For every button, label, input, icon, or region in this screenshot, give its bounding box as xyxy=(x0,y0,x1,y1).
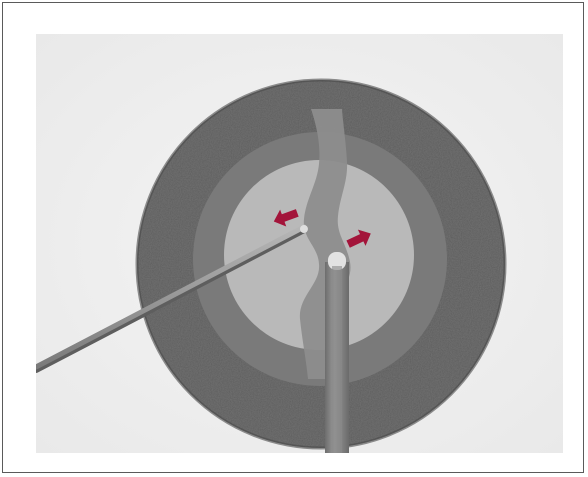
vertical-instrument xyxy=(325,252,349,453)
eye-surgery-photo xyxy=(36,34,563,453)
figure-frame xyxy=(2,2,584,473)
